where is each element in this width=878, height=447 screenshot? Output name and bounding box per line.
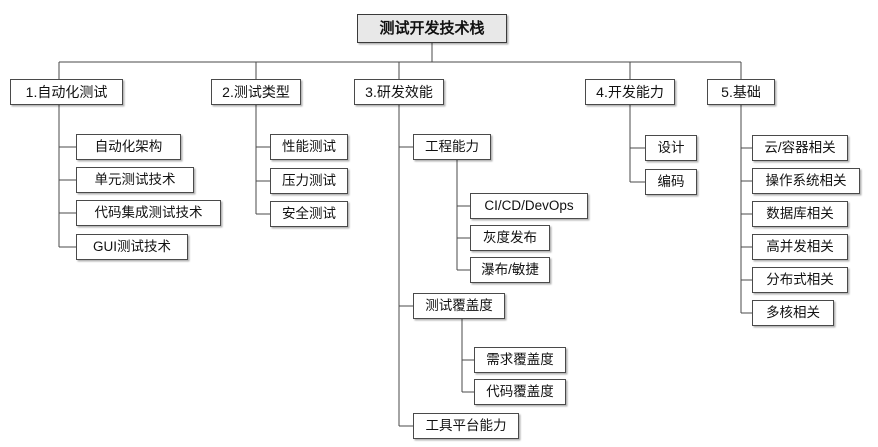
leaf-node-performance-testing[interactable]: 性能测试	[270, 134, 348, 160]
root-node[interactable]: 测试开发技术栈	[357, 14, 507, 43]
branch-node-rd-efficiency[interactable]: 3.研发效能	[354, 79, 444, 105]
leaf-node-coding[interactable]: 编码	[645, 169, 697, 195]
leaf-node-design[interactable]: 设计	[645, 135, 697, 161]
branch-node-test-types[interactable]: 2.测试类型	[211, 79, 301, 105]
branch-node-dev-capability[interactable]: 4.开发能力	[585, 79, 675, 105]
leaf-node-gray-release[interactable]: 灰度发布	[470, 225, 550, 251]
leaf-node-engineering-capability[interactable]: 工程能力	[413, 134, 491, 160]
leaf-node-code-coverage[interactable]: 代码覆盖度	[474, 379, 566, 405]
leaf-node-test-coverage[interactable]: 测试覆盖度	[413, 293, 505, 319]
leaf-node-requirement-coverage[interactable]: 需求覆盖度	[474, 347, 566, 373]
leaf-node-distributed[interactable]: 分布式相关	[752, 267, 848, 293]
leaf-node-high-concurrency[interactable]: 高并发相关	[752, 234, 848, 260]
leaf-node-operating-system[interactable]: 操作系统相关	[752, 168, 860, 194]
leaf-node-stress-testing[interactable]: 压力测试	[270, 168, 348, 194]
leaf-node-waterfall-agile[interactable]: 瀑布/敏捷	[470, 257, 550, 283]
leaf-node-code-integration-testing[interactable]: 代码集成测试技术	[76, 200, 221, 226]
leaf-node-tool-platform-capability[interactable]: 工具平台能力	[413, 413, 519, 439]
leaf-node-gui-testing[interactable]: GUI测试技术	[76, 234, 188, 260]
leaf-node-cicd-devops[interactable]: CI/CD/DevOps	[470, 193, 588, 219]
leaf-node-automation-architecture[interactable]: 自动化架构	[76, 134, 181, 160]
branch-node-automation-testing[interactable]: 1.自动化测试	[10, 79, 123, 105]
leaf-node-unit-testing[interactable]: 单元测试技术	[76, 167, 194, 193]
leaf-node-cloud-container[interactable]: 云/容器相关	[752, 135, 848, 161]
leaf-node-security-testing[interactable]: 安全测试	[270, 201, 348, 227]
leaf-node-database[interactable]: 数据库相关	[752, 201, 848, 227]
branch-node-fundamentals[interactable]: 5.基础	[707, 79, 775, 105]
leaf-node-multicore[interactable]: 多核相关	[752, 300, 834, 326]
